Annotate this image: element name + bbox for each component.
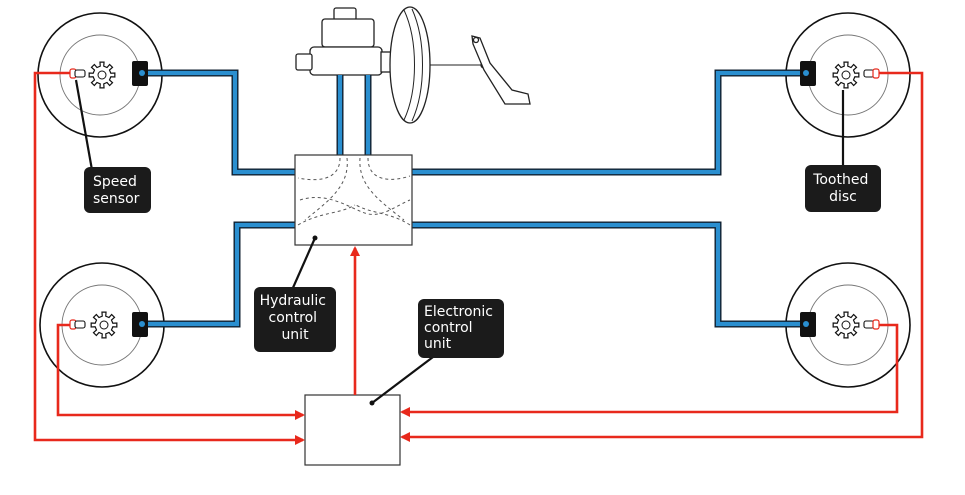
internal-channel xyxy=(304,157,348,221)
signal-line-rear-right xyxy=(400,323,899,417)
internal-channel xyxy=(355,204,411,226)
booster-rib xyxy=(411,8,423,122)
hydraulic-line-rear-left xyxy=(140,221,296,328)
leader-electronic-control-unit xyxy=(371,356,434,404)
toothed-disc-icon xyxy=(833,62,859,88)
internal-channel xyxy=(367,157,411,180)
wheel-front-right xyxy=(785,12,911,138)
speed-sensor-rear-right xyxy=(863,319,880,330)
pedal-pivot xyxy=(472,36,480,44)
leader-dot xyxy=(369,400,375,406)
master-cylinder-nose xyxy=(295,53,313,71)
signal-lines xyxy=(33,71,924,445)
hydraulic-line-front-right xyxy=(411,69,808,176)
leader-speed-sensor xyxy=(74,79,94,171)
speed-sensor-front-right xyxy=(863,68,880,79)
caliper-port xyxy=(139,321,145,327)
internal-channel xyxy=(297,157,341,181)
hydraulic-line-rear-right xyxy=(411,221,808,328)
internal-channel xyxy=(297,204,356,226)
master-cylinder xyxy=(309,46,383,76)
toothed-disc-icon xyxy=(833,312,859,338)
caliper-port xyxy=(139,70,145,76)
label-speed-sensor-text: Speed sensor xyxy=(93,174,141,207)
electronic-control-unit-box xyxy=(304,394,401,466)
label-hydraulic-control-unit-text: Hydraulic control unit xyxy=(260,293,331,343)
signal-line-front-left xyxy=(33,71,305,445)
internal-channel xyxy=(299,196,411,215)
reservoir-cap xyxy=(333,7,357,21)
brake-pedal xyxy=(471,35,531,105)
label-toothed-disc: Toothed disc xyxy=(805,165,881,212)
label-electronic-control-unit: Electronic control unit xyxy=(418,299,504,358)
internal-channel xyxy=(359,157,405,221)
label-hydraulic-control-unit: Hydraulic control unit xyxy=(254,287,336,352)
caliper-port xyxy=(803,70,809,76)
signal-line-rear-left xyxy=(56,323,305,420)
speed-sensor-front-left xyxy=(69,68,86,79)
label-toothed-disc-text: Toothed disc xyxy=(812,172,873,205)
brake-booster xyxy=(389,6,431,124)
booster-rib xyxy=(403,9,415,121)
speed-sensor-rear-left xyxy=(69,319,86,330)
hydraulic-control-unit-box xyxy=(294,154,413,246)
leader-dot xyxy=(312,235,318,241)
master-cylinder-assembly xyxy=(295,6,531,124)
label-electronic-control-unit-text: Electronic control unit xyxy=(424,304,497,352)
hydraulic-line-front-left xyxy=(140,69,296,176)
leader-hydraulic-control-unit xyxy=(290,237,317,291)
signal-line-front-right xyxy=(400,71,924,442)
caliper-port xyxy=(803,321,809,327)
fluid-reservoir xyxy=(321,18,375,48)
toothed-disc-icon xyxy=(91,312,117,338)
hydraulic-control-unit xyxy=(294,154,413,246)
label-speed-sensor: Speed sensor xyxy=(84,167,151,213)
hydraulic-lines xyxy=(140,69,808,328)
toothed-disc-icon xyxy=(89,62,115,88)
